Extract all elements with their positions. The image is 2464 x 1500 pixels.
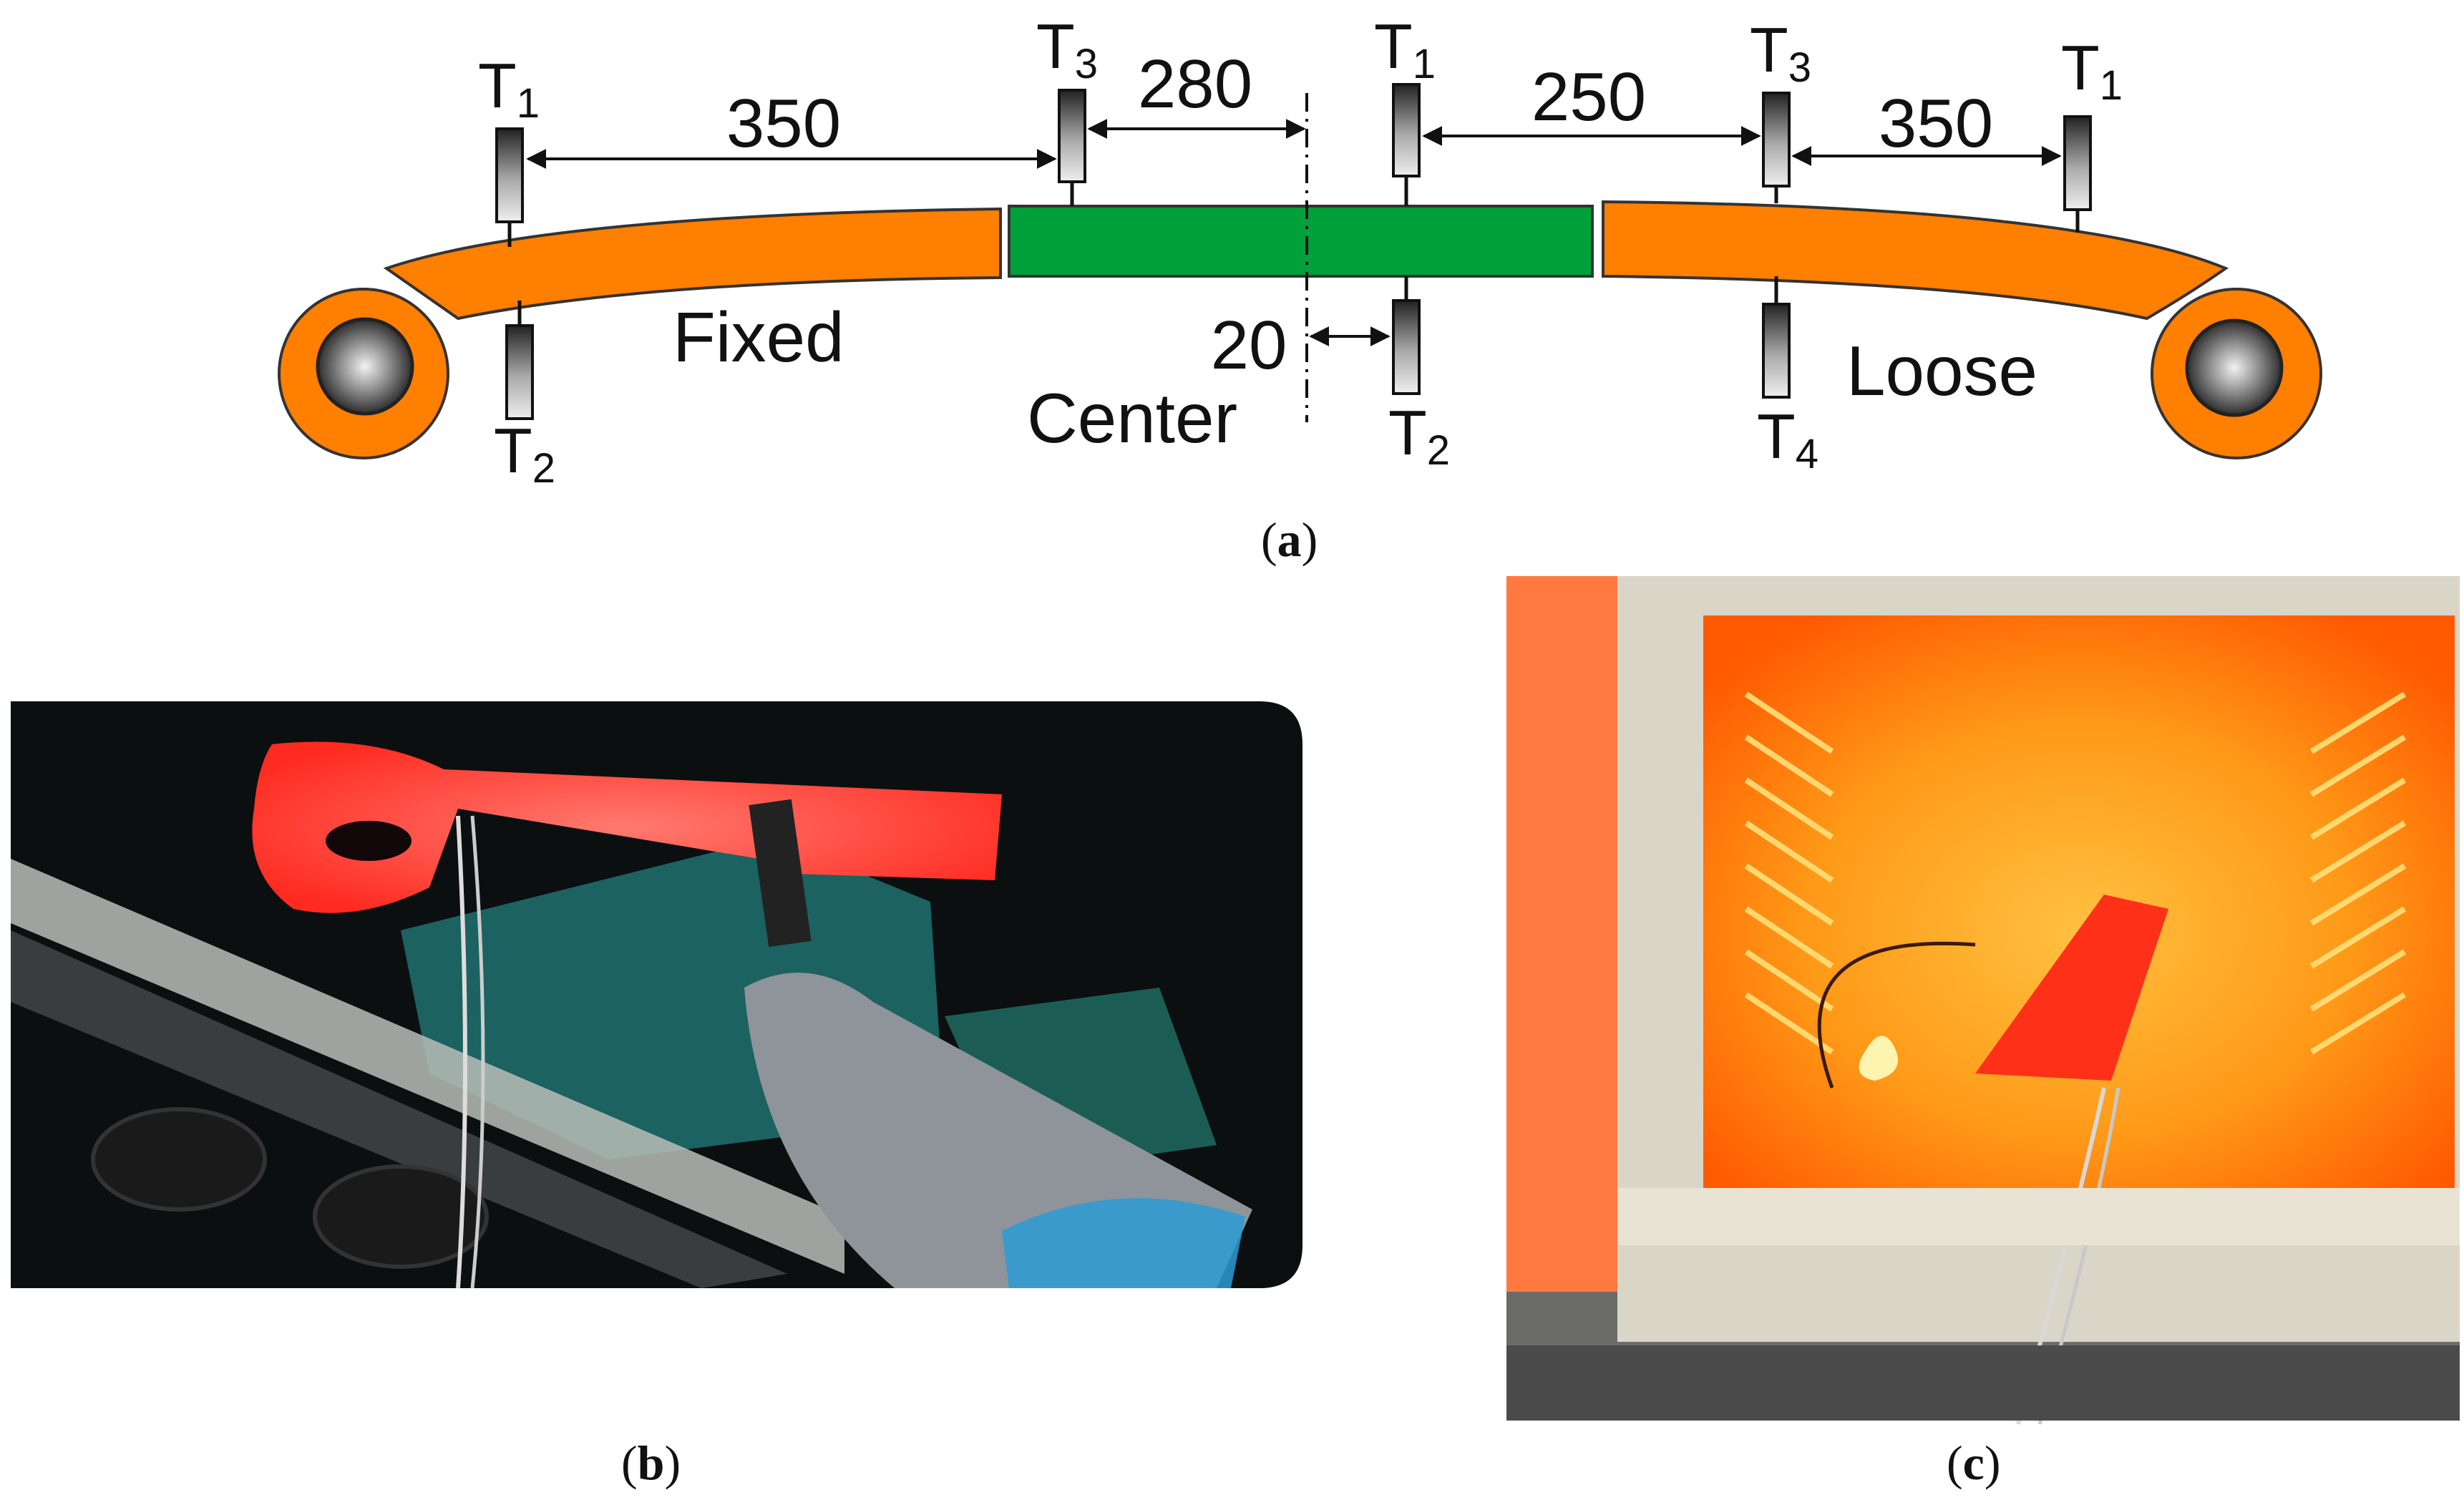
caption-b: (b): [621, 1436, 681, 1490]
caption-a: (a): [1261, 512, 1318, 567]
sensor-top-4: [1762, 92, 1791, 203]
sensor-top-1: [495, 127, 524, 247]
dim-label-3: 250: [1532, 59, 1646, 135]
panel-b-photo: [11, 701, 1302, 1289]
panel-a: 350 280 250 350 20 T1 T3 T1 T3 T1 T2 T2 …: [278, 11, 2322, 492]
sensor-label-top-4: T3: [1750, 14, 1811, 91]
label-center: Center: [1027, 379, 1237, 457]
sensor-label-bottom-3: T4: [1757, 401, 1818, 477]
label-fixed: Fixed: [673, 298, 844, 376]
sensor-label-top-5: T1: [2061, 32, 2123, 109]
sensor-bottom-1: [505, 301, 534, 420]
sensor-label-top-1: T1: [478, 50, 540, 127]
sensor-top-3: [1392, 83, 1421, 206]
sensor-label-top-2: T3: [1036, 11, 1098, 87]
right-roll-pin: [2185, 318, 2284, 417]
dim-label-4: 350: [1879, 85, 1993, 162]
left-leaf-fixed: [383, 207, 1002, 321]
dim-label-5: 20: [1211, 307, 1287, 384]
left-roll-pin: [316, 317, 414, 416]
sensor-bottom-2: [1392, 276, 1421, 395]
sensor-label-top-3: T1: [1374, 11, 1436, 87]
panel-c-photo: [1506, 576, 2460, 1425]
sensor-top-5: [2063, 115, 2092, 233]
sensor-label-bottom-1: T2: [494, 415, 555, 492]
sensor-top-2: [1058, 89, 1086, 206]
dim-label-1: 350: [726, 85, 841, 162]
sensor-bottom-3: [1762, 276, 1791, 399]
dim-label-2: 280: [1138, 46, 1252, 122]
caption-c: (c): [1947, 1436, 2001, 1490]
label-loose: Loose: [1846, 331, 2037, 410]
sensor-label-bottom-2: T2: [1388, 397, 1450, 474]
right-leaf-loose: [1602, 200, 2229, 321]
center-block: [1008, 205, 1594, 278]
